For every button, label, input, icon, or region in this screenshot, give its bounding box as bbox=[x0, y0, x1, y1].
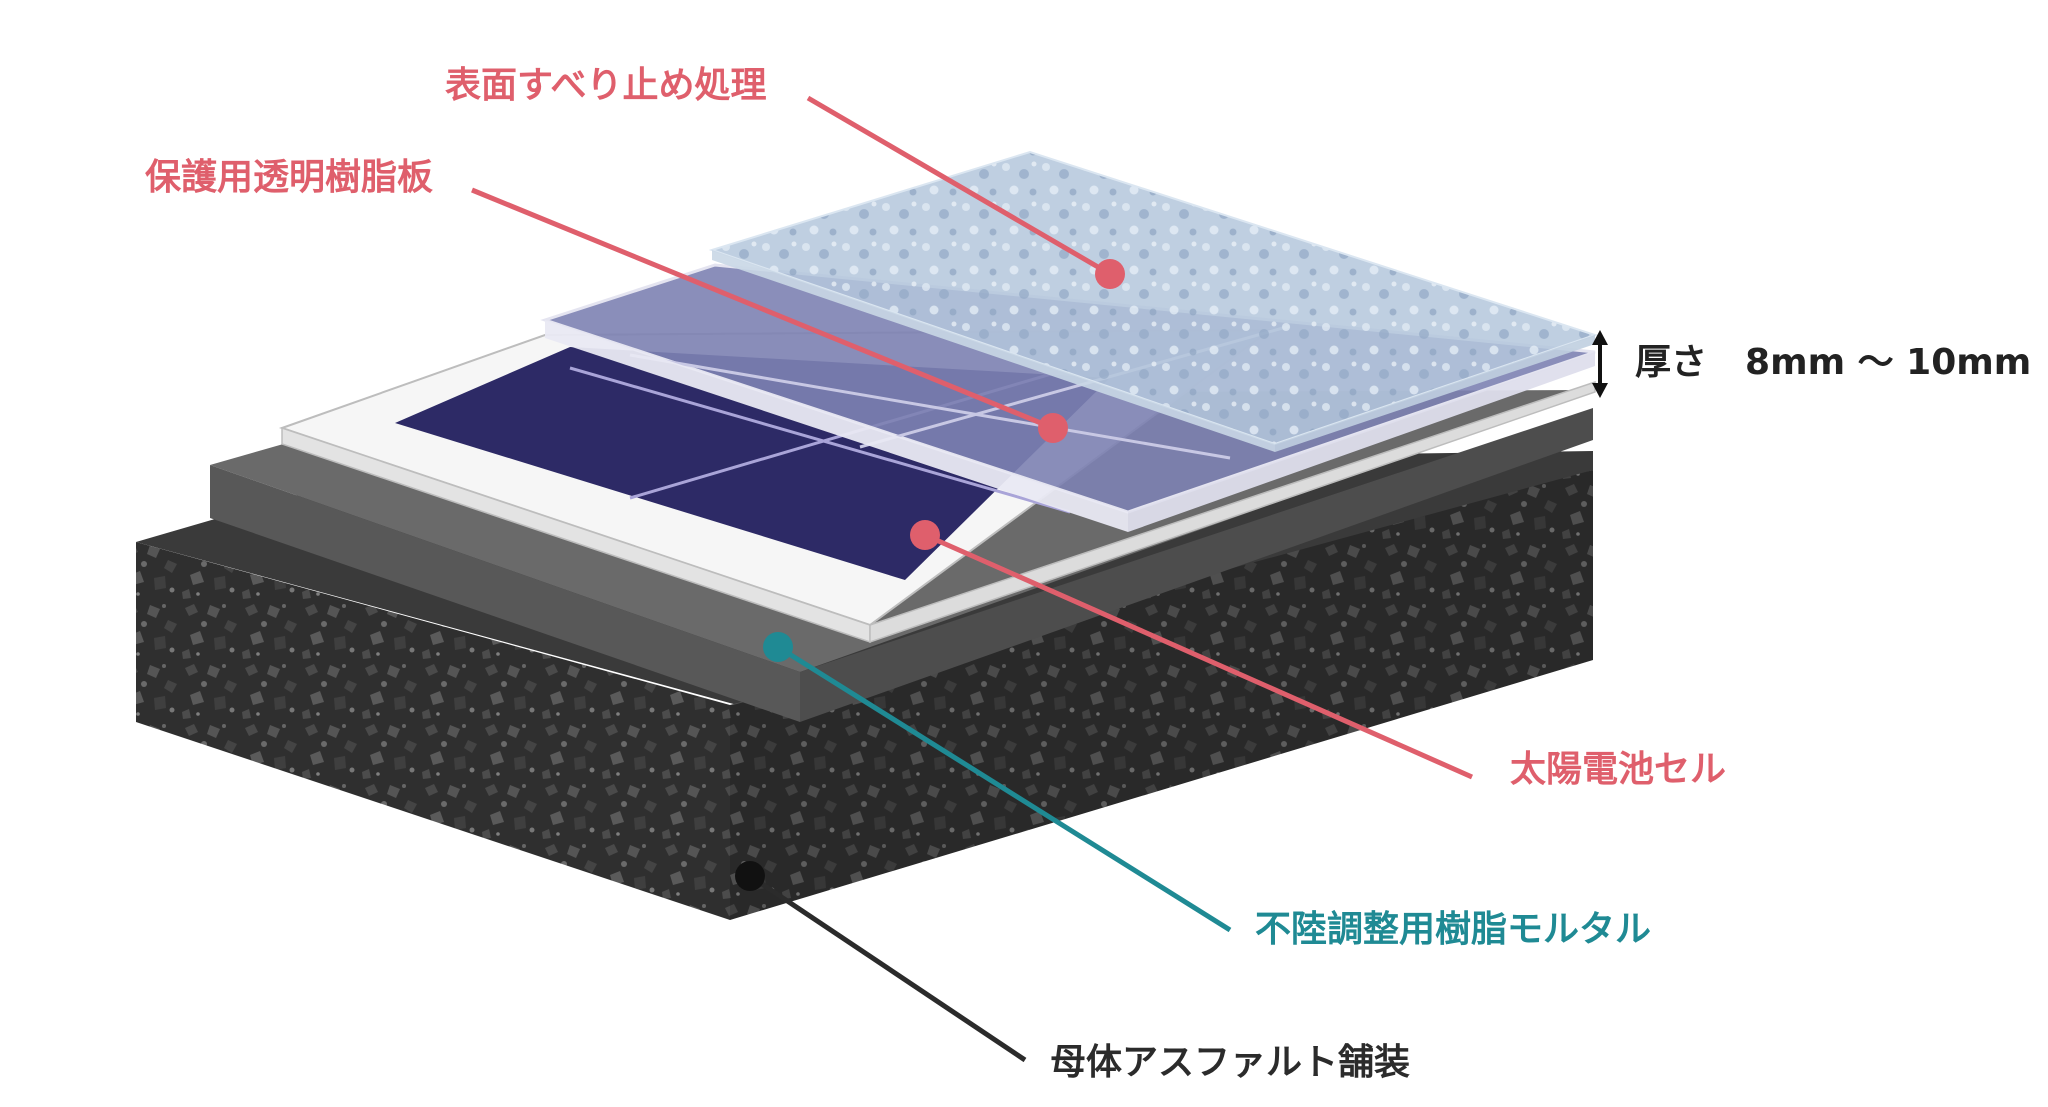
asphalt-left-face bbox=[136, 542, 730, 920]
thickness-value: 8mm 〜 10mm bbox=[1745, 342, 2032, 383]
callout-line-cell bbox=[923, 532, 1474, 780]
callout-line-protect bbox=[471, 187, 1054, 431]
callout-dot-cell bbox=[910, 520, 940, 550]
callout-lines bbox=[471, 95, 1474, 1063]
label-protective-plate: 保護用透明樹脂板 bbox=[145, 157, 434, 198]
thickness-text: 厚さ bbox=[1635, 342, 1708, 383]
surface-layer bbox=[708, 150, 1599, 452]
callout-line-asphalt bbox=[748, 873, 1027, 1063]
thickness-arrow bbox=[1592, 330, 1608, 398]
mortar-front-face bbox=[800, 408, 1593, 722]
callout-dot-asphalt bbox=[735, 861, 765, 891]
callout-line-surface bbox=[806, 95, 1112, 277]
mortar-left-face bbox=[210, 465, 800, 722]
callout-dot-protect bbox=[1038, 413, 1068, 443]
callout-line-mortar bbox=[776, 644, 1232, 933]
label-solar-cell: 太陽電池セル bbox=[1510, 749, 1727, 790]
label-surface-treatment: 表面すべり止め処理 bbox=[445, 65, 767, 106]
label-leveling-mortar: 不陸調整用樹脂モルタル bbox=[1255, 909, 1652, 950]
callout-dot-surface bbox=[1095, 259, 1125, 289]
callout-dot-mortar bbox=[763, 632, 793, 662]
asphalt-front-face bbox=[730, 470, 1593, 920]
label-base-asphalt: 母体アスファルト舗装 bbox=[1050, 1042, 1411, 1083]
thickness-label: 厚さ 8mm 〜 10mm bbox=[1635, 345, 2031, 381]
